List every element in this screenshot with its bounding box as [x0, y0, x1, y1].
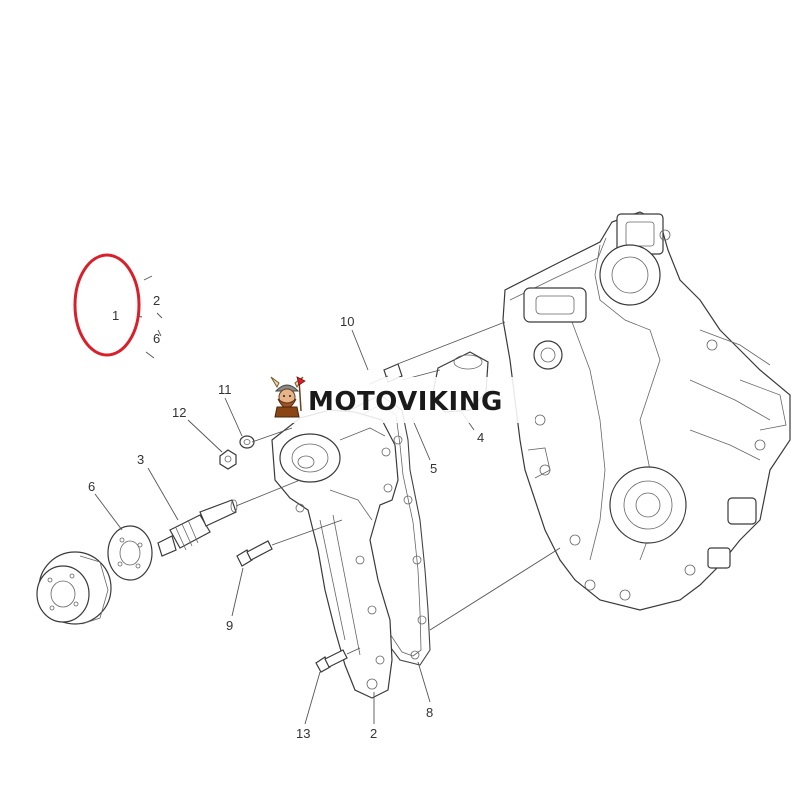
viking-mascot-icon: [270, 376, 306, 418]
watermark-background: [263, 377, 535, 423]
part-12-nut: [219, 449, 237, 470]
callout-11: 11: [218, 382, 232, 397]
callout-6-small: 6: [153, 331, 160, 346]
callout-1: 1: [112, 308, 119, 323]
callout-2: 2: [370, 726, 377, 741]
callout-8: 8: [426, 705, 433, 720]
callout-12: 12: [172, 405, 186, 420]
part-6-flange: [107, 525, 153, 581]
leader-lines: [94, 275, 475, 725]
part-13-bolt: [315, 649, 348, 673]
watermark-brand-text: MOTOVIKING: [308, 387, 503, 417]
callout-3: 3: [137, 452, 144, 467]
part-9-bolt: [236, 540, 273, 567]
callout-9: 9: [226, 618, 233, 633]
callout-10: 10: [340, 314, 354, 329]
watermark: MOTOVIKING: [263, 376, 535, 423]
callout-2-small: 2: [153, 293, 160, 308]
alignment-lines: [235, 321, 561, 655]
engine-housing: [502, 211, 791, 611]
fan-pulley: [36, 551, 112, 625]
callout-6: 6: [88, 479, 95, 494]
callout-5: 5: [430, 461, 437, 476]
callout-4: 4: [477, 430, 484, 445]
oring-ticks: [156, 312, 163, 337]
highlight-circle: [73, 253, 141, 357]
part-11-washer: [239, 435, 255, 449]
part-3-shaft: [157, 499, 238, 557]
callout-13: 13: [296, 726, 310, 741]
callout-labels: 1 2 6 10 11 12 3 6 4 5 9 13 2 8: [88, 293, 484, 741]
